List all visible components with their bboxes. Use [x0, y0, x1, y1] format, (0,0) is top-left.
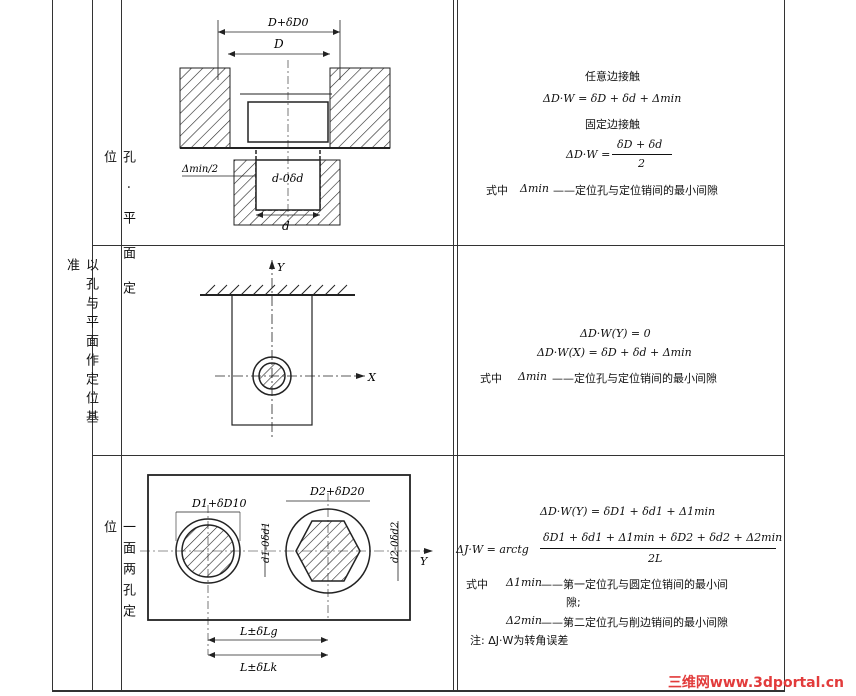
formula-x-error: ΔD·W(X) = δD + δd + Δmin — [537, 346, 692, 359]
row-divider-2 — [93, 455, 785, 456]
dim-center-distance-2: L±δLk — [239, 661, 277, 674]
formula-angle-left: ΔJ·W = arctg — [456, 543, 529, 556]
watermark: 三维网www.3dportal.cn — [667, 675, 844, 691]
dim-min-clearance: Δmin/2 — [181, 164, 218, 175]
row-divider-1 — [93, 245, 785, 246]
formula-angle-denominator: 2L — [648, 552, 663, 565]
dim-pin-diameter: d — [282, 219, 290, 233]
footnote: 注: ΔJ·W为转角误差 — [470, 634, 569, 647]
dim-hole2-tolerance: D2+δD20 — [309, 485, 364, 498]
locating-datum-label: 以孔与平面作定位基准 — [64, 258, 98, 429]
table-border-left — [52, 0, 53, 690]
dim-pin-tolerance: d-0δd — [272, 172, 303, 185]
note2-text: ——第二定位孔与削边销间的最小间隙 — [541, 616, 728, 629]
note-prefix: 式中 — [466, 578, 488, 591]
formula-y-error: ΔD·W(Y) = 0 — [580, 327, 651, 340]
formula-fixed-edge-denominator: 2 — [638, 157, 645, 170]
dim-pin1-tolerance: d1-0δd1 — [261, 522, 272, 563]
formula-any-edge: ΔD·W = δD + δd + Δmin — [543, 92, 682, 105]
pin-plane-figure: Y X — [200, 260, 377, 440]
dim-hole1-tolerance: D1+δD10 — [191, 497, 246, 510]
note-symbol: Δmin — [520, 182, 549, 195]
any-edge-contact-label: 任意边接触 — [585, 70, 640, 83]
one-plane-two-holes-label: 一面两孔定位 — [101, 520, 135, 625]
dim-hole-diameter: D — [273, 37, 284, 51]
column-divider-2 — [121, 0, 122, 690]
column-divider-4 — [457, 0, 458, 690]
note-prefix: 式中 — [480, 372, 502, 385]
note1-continuation: 隙; — [566, 596, 581, 609]
note1-symbol: Δ1min — [506, 576, 542, 589]
table-border-bottom — [52, 690, 785, 692]
hole-plane-label: 孔·平面定位 — [101, 150, 135, 317]
note2-symbol: Δ2min — [506, 614, 542, 627]
axis-x-label: X — [367, 371, 377, 384]
axis-y-label: Y — [277, 261, 286, 274]
table-border-right — [784, 0, 785, 690]
formula-fixed-edge-numerator: δD + δd — [617, 138, 663, 151]
fraction-bar — [612, 154, 672, 155]
note-symbol: Δmin — [518, 370, 547, 383]
dim-pin2-tolerance: d2-0δd2 — [390, 522, 401, 563]
formula-angle-numerator: δD1 + δd1 + Δ1min + δD2 + δd2 + Δ2min — [543, 531, 783, 544]
axis-y-label: Y — [420, 555, 429, 568]
formula-fixed-edge-left: ΔD·W = — [566, 148, 611, 161]
fraction-bar — [540, 548, 776, 549]
note-prefix: 式中 — [486, 184, 508, 197]
note1-text: ——第一定位孔与圆定位销间的最小间 — [541, 578, 728, 591]
formula-y-error: ΔD·W(Y) = δD1 + δd1 + Δ1min — [540, 505, 716, 518]
dim-hole-tolerance: D+δD0 — [267, 16, 308, 29]
note-text: ——定位孔与定位销间的最小间隙 — [552, 372, 717, 385]
dim-center-distance-1: L±δLg — [239, 625, 278, 638]
column-divider-1 — [92, 0, 93, 690]
column-divider-3 — [453, 0, 454, 690]
hole-pin-figure: D+δD0 D Δmin/2 d-0δd d — [179, 16, 391, 233]
note-text: ——定位孔与定位销间的最小间隙 — [553, 184, 718, 197]
two-hole-figure: Y D1+δD10 d1-0δd1 D2+δD20 d2-0δd2 L±δLg … — [140, 474, 433, 674]
fixed-edge-contact-label: 固定边接触 — [585, 118, 640, 131]
